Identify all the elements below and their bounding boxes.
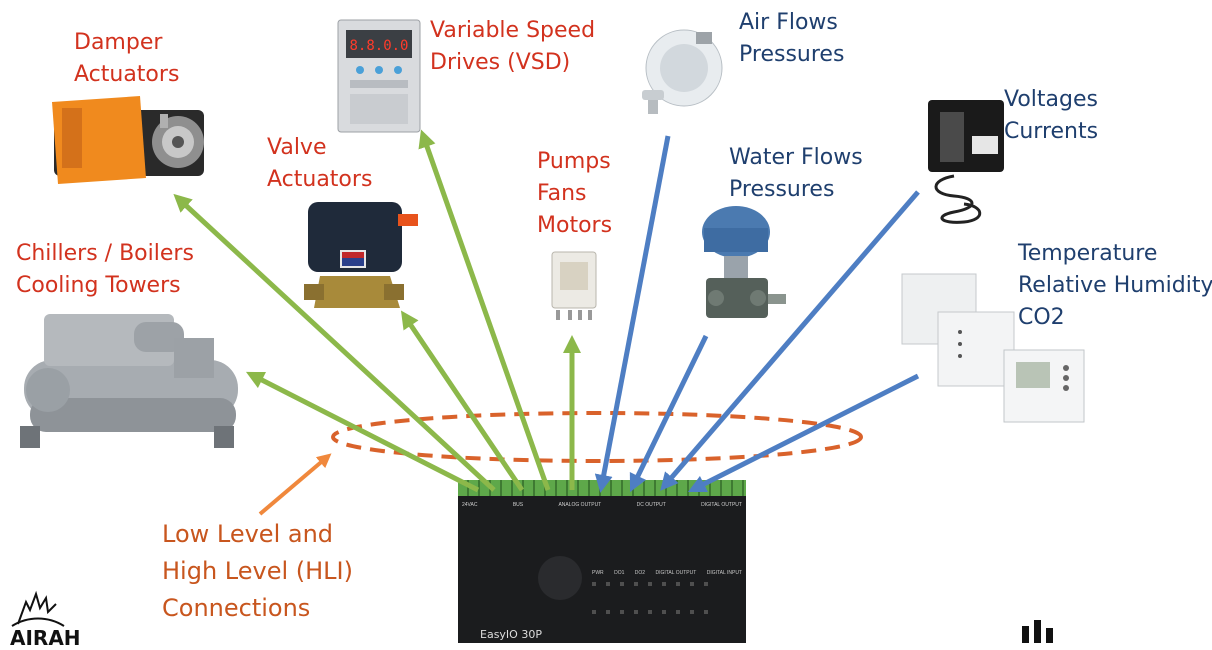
led-label: PWR bbox=[592, 570, 604, 576]
valve-actuator-image bbox=[304, 202, 418, 308]
arrow-to-damper bbox=[173, 193, 496, 492]
chiller-image bbox=[20, 314, 238, 448]
label-air: Air Flows Pressures bbox=[739, 7, 844, 71]
connection-ring bbox=[331, 411, 863, 463]
controller-brand: EasyIO 30P bbox=[480, 628, 542, 641]
led-label: DO1 bbox=[614, 570, 625, 576]
label-chillers: Chillers / Boilers Cooling Towers bbox=[16, 238, 194, 302]
label-line: Pressures bbox=[739, 42, 845, 67]
header-label: 24VAC bbox=[462, 502, 478, 508]
arrow-from-temp bbox=[687, 373, 920, 493]
label-line: Motors bbox=[537, 213, 613, 238]
label-pumps: Pumps Fans Motors bbox=[537, 146, 612, 242]
label-line: Air Flows bbox=[739, 10, 838, 35]
label-water: Water Flows Pressures bbox=[729, 142, 863, 206]
label-line: Drives (VSD) bbox=[430, 50, 571, 75]
header-label: BUS bbox=[512, 502, 524, 508]
label-temp: Temperature Relative Humidity CO2 bbox=[1018, 238, 1212, 334]
arrow-to-chillers bbox=[245, 371, 480, 493]
label-line: Temperature bbox=[1018, 241, 1158, 266]
header-label: ANALOG OUTPUT bbox=[558, 502, 602, 508]
label-line: Water Flows bbox=[729, 145, 863, 170]
vsd-image: 8.8.0.0 bbox=[337, 19, 421, 133]
label-vsd: Variable Speed Drives (VSD) bbox=[430, 15, 595, 79]
header-label: DIGITAL OUTPUT bbox=[701, 502, 742, 508]
label-line: Actuators bbox=[267, 167, 373, 192]
label-line: High Level (HLI) bbox=[162, 557, 353, 585]
label-volt: Voltages Currents bbox=[1004, 84, 1098, 148]
led-label: DO2 bbox=[634, 570, 646, 576]
led-label: DIGITAL OUTPUT bbox=[655, 570, 697, 576]
room-sensors-image bbox=[901, 273, 1085, 423]
current-transformer-image bbox=[928, 100, 1004, 224]
label-line: Voltages bbox=[1004, 87, 1098, 112]
led-label: DIGITAL INPUT bbox=[706, 570, 742, 576]
airah-logo-image bbox=[11, 590, 65, 627]
water-pressure-transmitter-image bbox=[702, 206, 786, 318]
damper-actuator-image bbox=[52, 96, 204, 184]
arrow-to-vsd bbox=[418, 129, 551, 491]
label-line: Low Level and bbox=[162, 520, 334, 548]
label-line: Pressures bbox=[729, 177, 835, 202]
label-line: Pumps bbox=[537, 149, 611, 174]
relay-image bbox=[551, 251, 597, 320]
arrow-from-air bbox=[594, 135, 671, 493]
label-line: Fans bbox=[537, 181, 587, 206]
air-pressure-switch-image bbox=[642, 29, 723, 114]
arrow-to-valve bbox=[400, 310, 525, 492]
arrow-connections bbox=[258, 453, 332, 516]
controller-knob bbox=[538, 556, 582, 600]
label-line: CO2 bbox=[1018, 305, 1065, 330]
label-line: Cooling Towers bbox=[16, 273, 181, 298]
header-labels: 24VAC BUS ANALOG OUTPUT DC OUTPUT DIGITA… bbox=[462, 502, 742, 508]
led-labels: PWR DO1 DO2 DIGITAL OUTPUT DIGITAL INPUT bbox=[592, 570, 742, 576]
label-damper: Damper Actuators bbox=[74, 27, 179, 91]
label-line: Damper bbox=[74, 30, 163, 55]
label-line: Chillers / Boilers bbox=[16, 241, 194, 266]
controller: 24VAC BUS ANALOG OUTPUT DC OUTPUT DIGITA… bbox=[458, 480, 746, 643]
led-row bbox=[592, 582, 712, 586]
header-label: DC OUTPUT bbox=[636, 502, 666, 508]
partial-logo-image bbox=[1022, 620, 1053, 643]
label-line: Variable Speed bbox=[430, 18, 596, 43]
label-line: Actuators bbox=[74, 62, 180, 87]
label-line: Relative Humidity bbox=[1018, 273, 1212, 298]
vsd-display: 8.8.0.0 bbox=[349, 38, 408, 54]
label-connections: Low Level and High Level (HLI) Connectio… bbox=[162, 516, 353, 627]
led-row bbox=[592, 610, 712, 614]
label-line: Currents bbox=[1004, 119, 1099, 144]
label-valve: Valve Actuators bbox=[267, 132, 372, 196]
arrow-from-volt bbox=[660, 190, 920, 491]
arrow-from-water bbox=[629, 334, 709, 493]
label-line: Valve bbox=[267, 135, 327, 160]
label-line: Connections bbox=[162, 594, 311, 622]
